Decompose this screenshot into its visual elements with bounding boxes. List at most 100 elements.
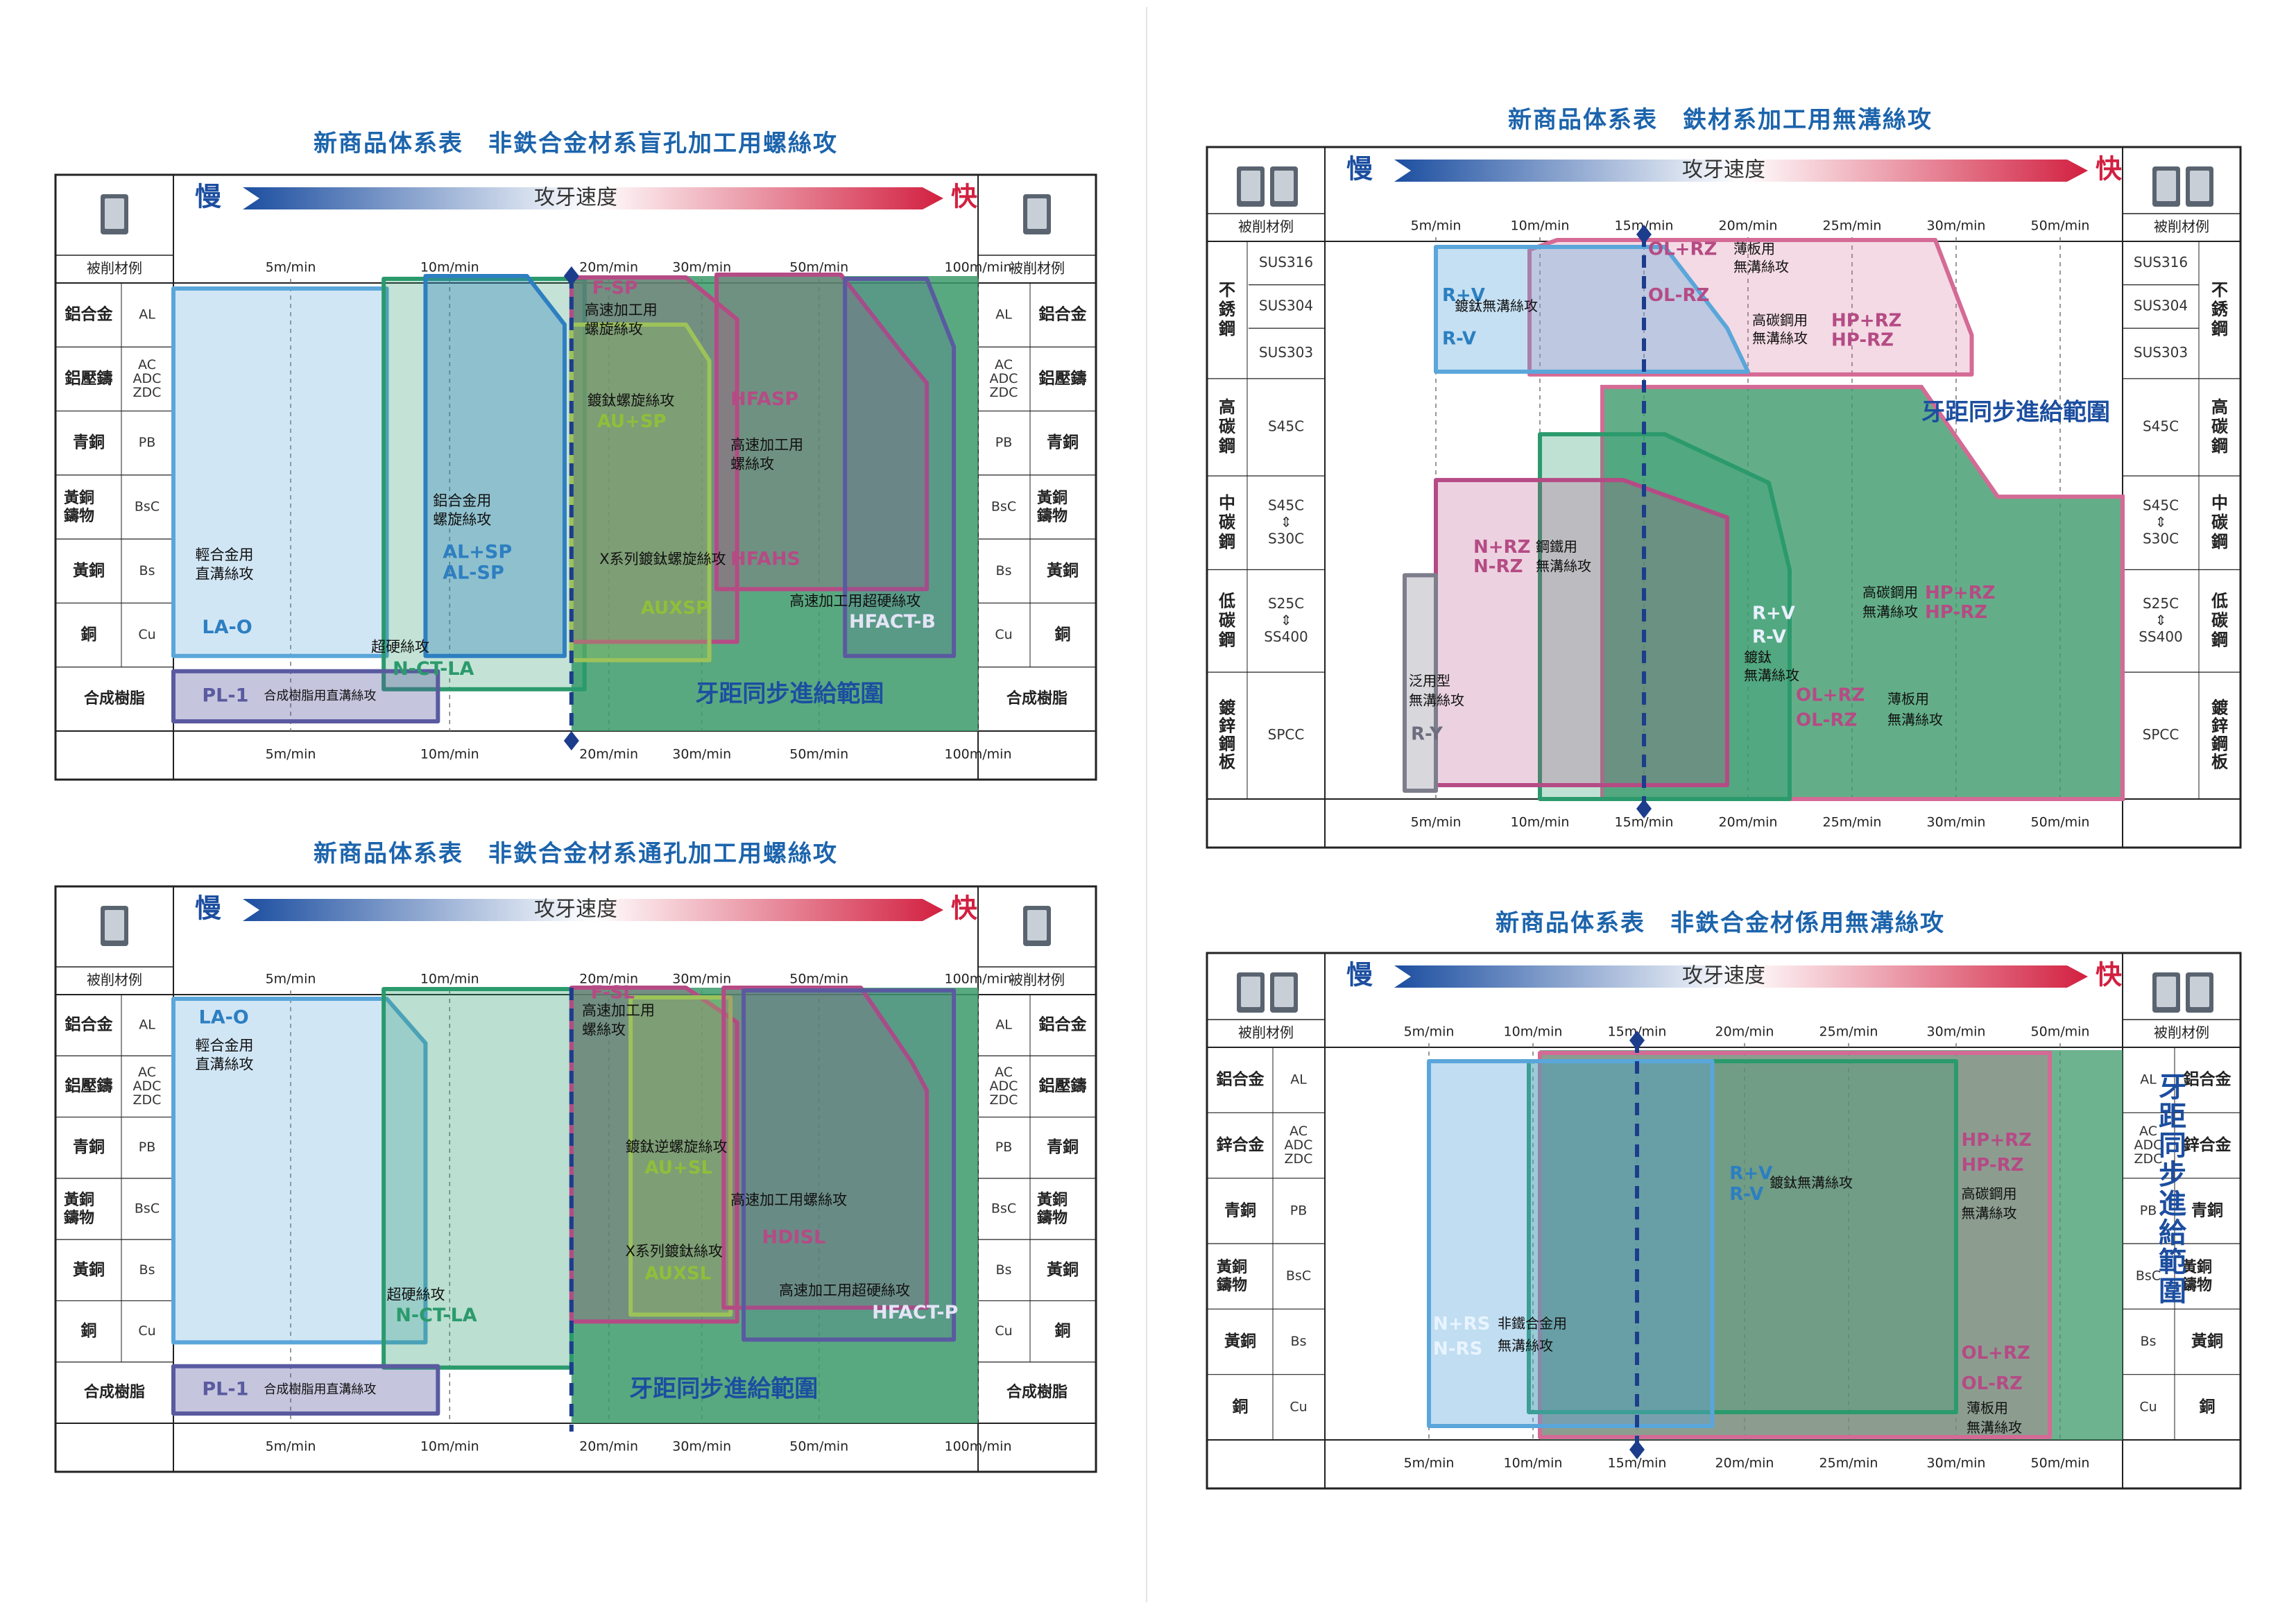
product-id: AU+SP [597, 411, 667, 432]
product-id: HFACT-B [849, 611, 936, 633]
row-group-char: 板 [1219, 753, 1236, 772]
row-group-right-char: 碳 [2211, 513, 2229, 532]
product-id: AU+SL [645, 1158, 713, 1178]
product-desc: 高速加工用 [730, 437, 803, 454]
row-group-right-char: 碳 [2211, 610, 2229, 630]
x-tick-label: 10m/min [1504, 1024, 1563, 1040]
product-desc: 無溝絲攻 [1498, 1337, 1553, 1354]
row-code-right: SS400 [2139, 628, 2183, 645]
row-code: Bs [139, 1262, 155, 1278]
row-group-char: 不 [1219, 280, 1235, 300]
row-code: PB [139, 435, 156, 450]
panel-2-title: 新商品体系表 非鉄合金材系通孔加工用螺絲攻 [314, 840, 838, 868]
x-tick-label: 25m/min [1823, 218, 1882, 234]
row-group-right-char: 板 [2211, 753, 2229, 772]
product-au-sl [628, 995, 733, 1317]
product-desc: 無溝絲攻 [1744, 667, 1799, 684]
row-group-right-char: 鋼 [2211, 532, 2228, 551]
row-code: ZDC [1285, 1151, 1313, 1167]
product-desc: 高碳鋼用 [1962, 1185, 2017, 1202]
row-code: SUS303 [1259, 344, 1313, 361]
row-code: AL [1290, 1072, 1307, 1088]
row-group-right-char: 碳 [2211, 417, 2229, 436]
row-group-char: 鋼 [1219, 735, 1235, 754]
speed-arrow [1394, 160, 2088, 182]
fast-label: 快 [951, 893, 978, 924]
product-desc: 鍍鈦逆螺旋絲攻 [626, 1139, 728, 1156]
row-code-right: BsC [991, 499, 1016, 515]
x-tick-label-bottom: 30m/min [1927, 815, 1986, 830]
row-name: 鋁合金 [65, 305, 114, 324]
row-code: S25C [1268, 595, 1304, 612]
product-desc: 非鐵合金用 [1498, 1315, 1567, 1332]
row-name-right: 黃銅 [1047, 561, 1079, 580]
product-id: HP+RZ [1925, 583, 1995, 603]
x-tick-label: 30m/min [1927, 218, 1986, 234]
product-desc: 高速加工用超硬絲攻 [789, 592, 920, 609]
tap-icon-right-inner [2157, 171, 2176, 201]
row-name: 黃銅 [73, 561, 105, 580]
chart-marks: LA-O輕合金用直溝絲攻超硬絲攻N-CT-LAF-SL高速加工用螺絲攻鍍鈦逆螺旋… [171, 983, 978, 1432]
row-group-right-char: 低 [2211, 591, 2228, 610]
row-code-right: AL [995, 307, 1012, 323]
product-hfasp [714, 273, 929, 592]
material-header-right: 被削材例 [1009, 972, 1065, 988]
product-desc: 鍍鈦 [1744, 649, 1772, 666]
row-code: AC [138, 1065, 156, 1080]
speed-marker-diamond [563, 266, 579, 286]
product-al-sp [423, 274, 567, 658]
x-tick-label: 20m/min [579, 260, 638, 275]
row-code-right: ⇕ [2155, 513, 2167, 530]
row-name-right: 鋁合金 [2184, 1070, 2232, 1089]
product-id: OL+RZ [1962, 1343, 2030, 1364]
product-id: HFASP [730, 388, 798, 410]
row-code-right: AC [995, 1065, 1013, 1080]
row-group-char: 中 [1219, 493, 1235, 513]
x-tick-label: 5m/min [266, 260, 316, 275]
material-header-right: 被削材例 [2154, 218, 2209, 235]
row-code-right: ZDC [990, 385, 1018, 400]
product-n-ct-la [382, 277, 587, 692]
product-id: HDISL [762, 1227, 826, 1248]
x-tick-label-bottom: 50m/min [2031, 1456, 2090, 1471]
row-code: PB [139, 1140, 156, 1155]
row-code: ADC [1285, 1137, 1313, 1153]
product-la-o [171, 286, 389, 658]
product-la-o [171, 997, 428, 1345]
row-name: 黃銅 [1217, 1258, 1247, 1276]
row-group-right: 中碳鋼 [2211, 493, 2229, 551]
row-name-right: 黃銅 [1047, 1260, 1079, 1279]
row-group-right-char: 鋼 [2211, 319, 2228, 338]
row-name-right: 青銅 [1047, 433, 1079, 452]
product-id: R+V [1729, 1163, 1772, 1184]
chart-marks: R+VR-V鍍鈦無溝絲攻HP+RZHP-RZ高碳鋼用無溝絲攻OL+RZOL-RZ… [1427, 1031, 2187, 1459]
product-id: HP-RZ [1831, 330, 1894, 351]
row-code-right: ADC [990, 1079, 1018, 1094]
row-code: ⇕ [1280, 513, 1292, 530]
row-group-right-char: 銹 [2211, 300, 2229, 319]
product-id: HFAHS [730, 549, 800, 570]
row-code: AL [139, 307, 155, 323]
slow-label: 慢 [1346, 154, 1373, 184]
row-group: 不銹鋼 [1219, 280, 1236, 338]
product-desc: 無溝絲攻 [1733, 259, 1789, 275]
x-tick-label-bottom: 30m/min [672, 747, 731, 762]
row-code-right: AL [995, 1017, 1012, 1033]
fast-label: 快 [2096, 960, 2123, 990]
row-code: AC [138, 357, 156, 372]
product-id: F-SP [592, 278, 638, 299]
panel-3-chart: 慢快攻牙速度被削材例被削材例不銹鋼不銹鋼高碳鋼高碳鋼中碳鋼中碳鋼低碳鋼低碳鋼鍍鋅… [1206, 146, 2242, 849]
row-group-right-char: 高 [2211, 397, 2228, 417]
x-tick-label-bottom: 25m/min [1819, 1456, 1878, 1471]
row-code: BsC [1286, 1269, 1311, 1284]
row-name: 青銅 [1224, 1201, 1256, 1219]
product-id: N+RS [1433, 1314, 1490, 1334]
product-id: HP-RZ [1962, 1155, 2024, 1176]
speed-marker-diamond-bottom [1636, 799, 1652, 818]
sync-zone-label: 牙距同步進給範圍 [1921, 398, 2110, 426]
row-group: 中碳鋼 [1219, 493, 1236, 551]
row-code: ZDC [133, 385, 162, 400]
product-id: LA-O [199, 1007, 249, 1029]
row-name: 合成樹脂 [84, 689, 145, 707]
product-n-rs [1427, 1059, 1715, 1428]
